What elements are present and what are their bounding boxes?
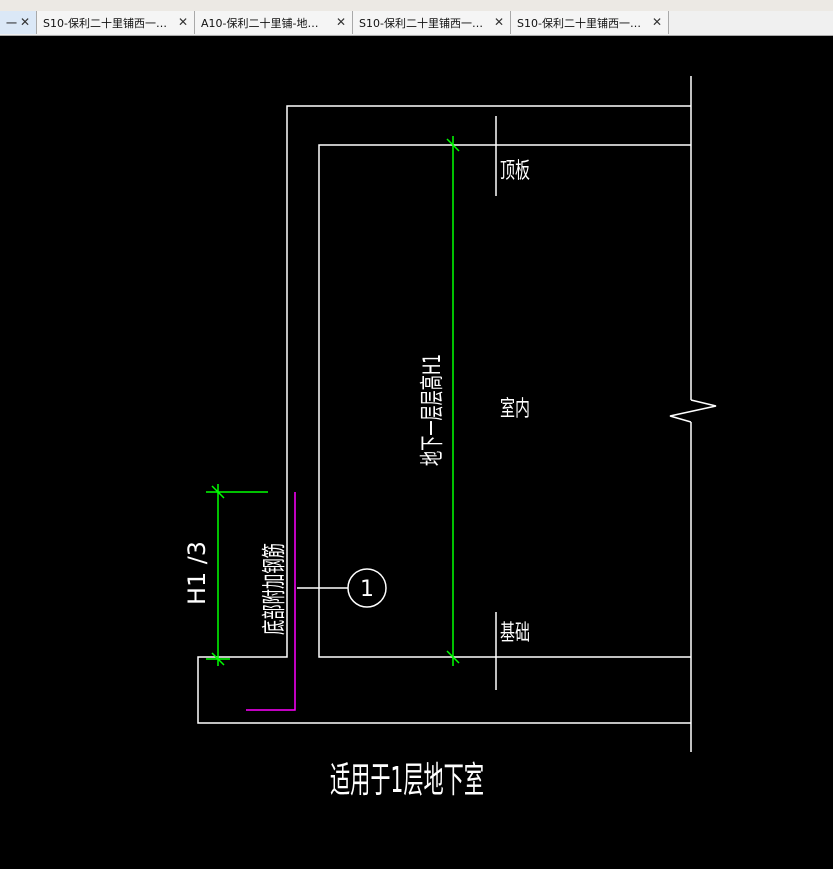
- third-dim-tick-bottom: [211, 652, 225, 666]
- bottom-rebar-label: 底部附加钢筋: [260, 543, 288, 635]
- close-icon[interactable]: ✕: [19, 15, 30, 29]
- close-icon[interactable]: ✕: [493, 15, 504, 29]
- tab-label: S10-保利二十里铺西一…: [517, 16, 641, 30]
- cad-drawing-canvas[interactable]: 顶板 室内 基础 地下一层层高H1 H1 /3 底部附加钢筋 1 适用于1层地下…: [0, 36, 833, 865]
- third-dim-tick-top: [211, 485, 225, 499]
- inner-wall-line: [318, 144, 691, 658]
- close-icon[interactable]: ✕: [335, 15, 346, 29]
- callout-number: 1: [360, 577, 374, 602]
- close-icon[interactable]: ✕: [177, 15, 188, 29]
- tab-document-4[interactable]: S10-保利二十里铺西一… ✕: [353, 11, 511, 34]
- indoor-label: 室内: [500, 397, 530, 422]
- additional-rebar: [246, 492, 296, 711]
- document-tab-bar: 一 ✕ S10-保利二十里铺西一… ✕ A10-保利二十里铺-地… ✕ S10-…: [0, 11, 833, 36]
- canvas-background: [0, 36, 833, 865]
- top-slab-label: 顶板: [500, 159, 530, 184]
- menu-bar-partial: [0, 0, 833, 11]
- drawing-text: 顶板 室内 基础 地下一层层高H1 H1 /3 底部附加钢筋 1 适用于1层地下…: [183, 159, 530, 801]
- foundation-label: 基础: [500, 621, 530, 646]
- tab-document-3[interactable]: A10-保利二十里铺-地… ✕: [195, 11, 353, 34]
- third-dimension-label: H1 /3: [183, 541, 211, 605]
- tab-label: S10-保利二十里铺西一…: [359, 16, 483, 30]
- height-dimension-label: 地下一层层高H1: [418, 354, 446, 466]
- tab-label: 一: [6, 16, 17, 30]
- height-dim-tick-bottom: [446, 650, 460, 664]
- tab-label: S10-保利二十里铺西一…: [43, 16, 167, 30]
- tab-document-1[interactable]: 一 ✕: [0, 11, 37, 34]
- outer-wall-line: [197, 105, 691, 724]
- wall-outline: [197, 76, 717, 752]
- height-dimension: [446, 136, 460, 666]
- tab-document-2[interactable]: S10-保利二十里铺西一… ✕: [37, 11, 195, 34]
- height-dim-tick-top: [446, 138, 460, 152]
- tab-label: A10-保利二十里铺-地…: [201, 16, 319, 30]
- tab-document-5[interactable]: S10-保利二十里铺西一… ✕: [511, 11, 669, 34]
- callout-circle: [347, 568, 387, 608]
- cad-drawing: 顶板 室内 基础 地下一层层高H1 H1 /3 底部附加钢筋 1 适用于1层地下…: [0, 36, 833, 865]
- drawing-caption: 适用于1层地下室: [330, 760, 484, 801]
- break-line-symbol: [669, 399, 717, 423]
- close-icon[interactable]: ✕: [651, 15, 662, 29]
- third-height-dimension: [206, 484, 268, 666]
